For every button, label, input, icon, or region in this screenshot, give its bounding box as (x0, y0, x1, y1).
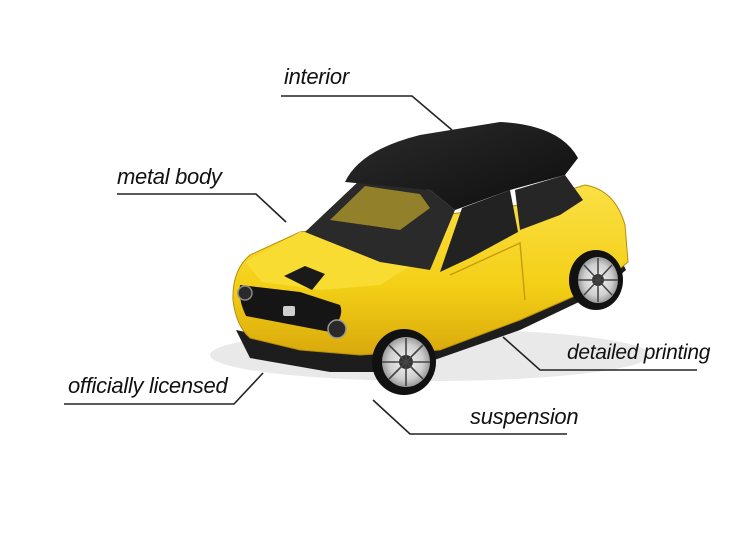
callout-line-interior (281, 95, 453, 131)
callout-line-detailed-printing (502, 336, 697, 371)
callout-line-suspension (372, 399, 567, 435)
headlight-left (237, 285, 253, 301)
roof (345, 122, 578, 210)
front-wheel (372, 329, 436, 395)
callout-line-metal-body (117, 193, 287, 223)
label-detailed-printing: detailed printing (567, 341, 711, 364)
rear-wheel (569, 250, 623, 310)
label-metal-body: metal body (117, 164, 222, 189)
side-window-front (440, 190, 518, 272)
door-line (449, 241, 526, 301)
headlight-right (327, 319, 347, 339)
callout-lines (64, 95, 697, 435)
side-window-rear (515, 175, 583, 230)
windshield-glare (330, 186, 430, 230)
label-suspension: suspension (470, 404, 579, 429)
label-interior: interior (284, 64, 349, 89)
label-officially-licensed: officially licensed (68, 373, 228, 398)
honda-badge-icon (283, 306, 295, 316)
hood-vent (284, 266, 325, 290)
callout-line-officially-licensed (64, 372, 264, 405)
